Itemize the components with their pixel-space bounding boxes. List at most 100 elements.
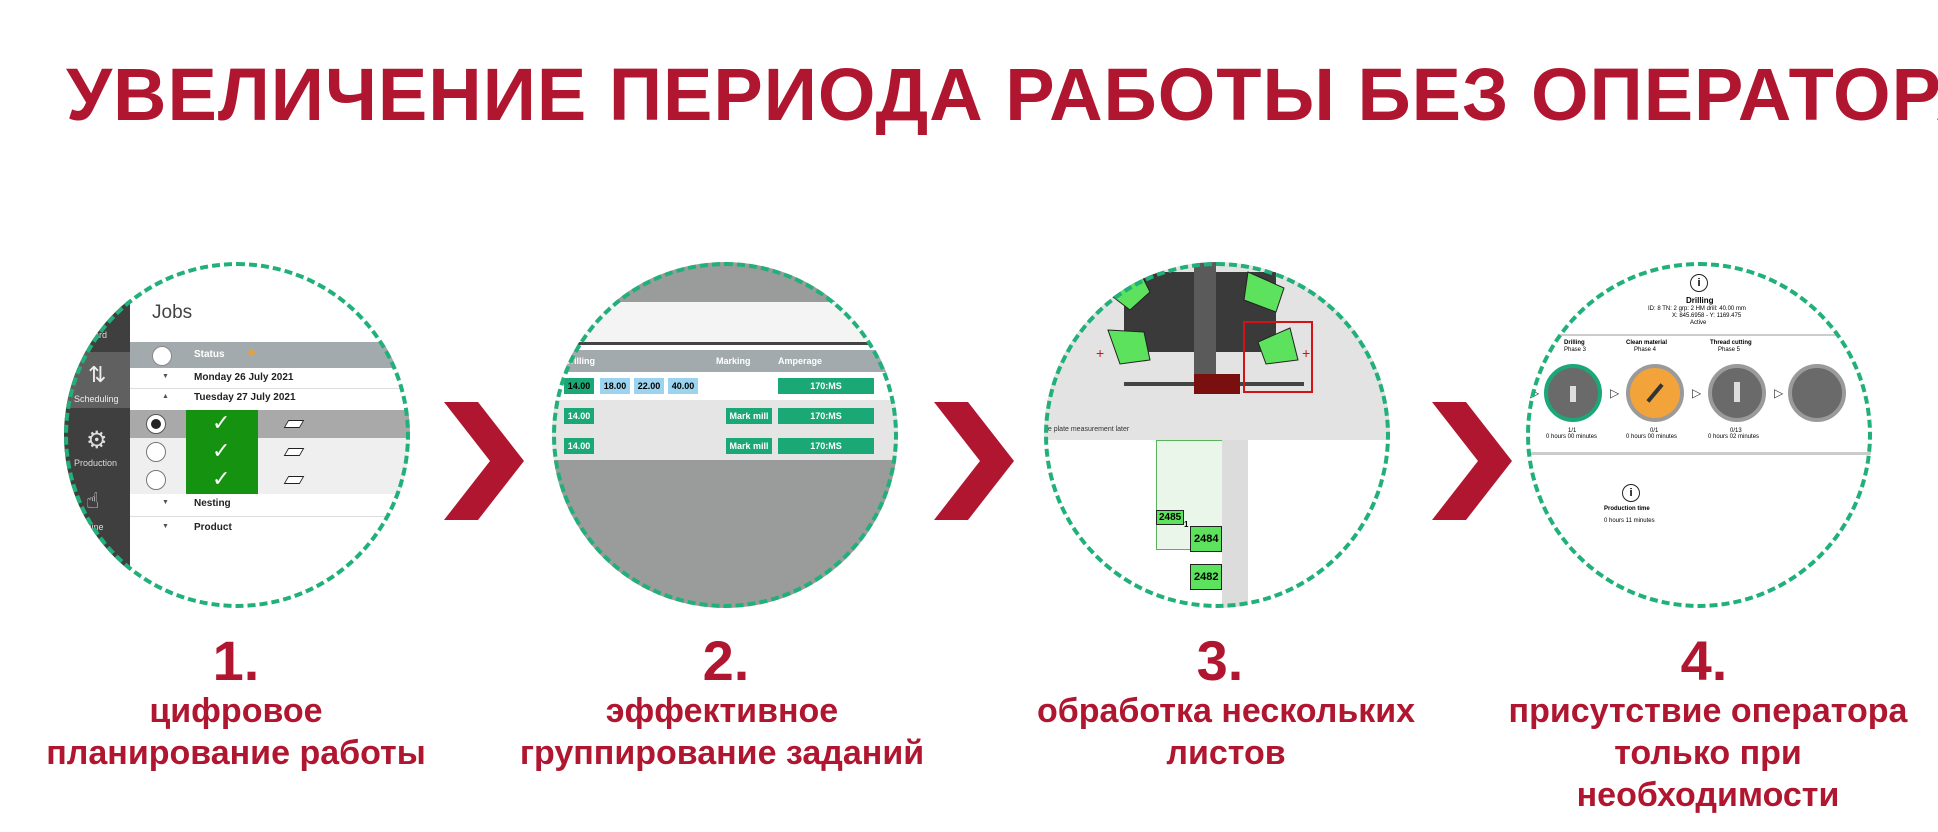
task-title: Drilling	[1686, 296, 1714, 305]
svg-text:+: +	[1096, 345, 1104, 361]
step-time: 0 hours 02 minutes	[1708, 434, 1760, 440]
step-caption: обработка нескольких листов	[1006, 690, 1446, 774]
sidebar	[64, 262, 130, 608]
sidebar-item-machine[interactable]: chine	[82, 522, 104, 532]
play-icon: ▷	[1530, 386, 1540, 400]
marking-tag: Mark mill	[726, 408, 772, 424]
part-label[interactable]: 2485	[1156, 510, 1185, 525]
chevron-right-icon	[1432, 402, 1512, 520]
job-row-selected[interactable]	[130, 410, 410, 438]
expand-icon[interactable]: ▼	[162, 523, 169, 530]
row-radio[interactable]	[146, 470, 166, 490]
step-count: 0/1	[1650, 428, 1659, 434]
step-thread-icon[interactable]	[1708, 364, 1766, 422]
sidebar-item-scheduling[interactable]: Scheduling	[74, 394, 119, 404]
step-next-icon[interactable]	[1788, 364, 1846, 422]
task-detail: Active	[1690, 320, 1707, 326]
expand-icon[interactable]: ▼	[162, 373, 169, 380]
collapse-icon[interactable]: ▲	[162, 393, 169, 400]
part-label[interactable]: 2482	[1190, 564, 1223, 590]
column-header: Amperage	[778, 356, 823, 366]
production-time-value: 0 hours 11 minutes	[1604, 518, 1655, 524]
status-sort-icon[interactable]: ◆	[248, 347, 256, 358]
job-row[interactable]	[130, 438, 410, 466]
step-phase: Phase 3	[1564, 347, 1587, 353]
column-header: Marking	[716, 356, 751, 366]
play-icon: ▷	[1692, 386, 1702, 400]
caption-line: обработка нескольких	[1036, 692, 1416, 730]
play-icon: ▷	[1774, 386, 1784, 400]
info-icon[interactable]: i	[1622, 484, 1640, 502]
jobs-heading: Jobs	[152, 302, 193, 323]
caption-line: только при	[1614, 734, 1802, 772]
step-number: 2.	[702, 629, 750, 692]
status-header: Status	[194, 349, 225, 360]
amperage-tag: 170:MS	[778, 408, 874, 424]
screenshot-operator: i Drilling ID: 8 TN: 2 grp: 2 HM drill: …	[1526, 262, 1872, 608]
caption-line: группирование заданий	[519, 734, 925, 772]
measurement-note: he plate measurement later	[1044, 426, 1130, 433]
group-tuesday[interactable]: Tuesday 27 July 2021	[194, 392, 296, 403]
production-time-label: Production time	[1604, 506, 1650, 512]
check-icon: ✓	[212, 438, 231, 463]
caption-line: присутствие оператора	[1508, 692, 1908, 730]
step-drilling-icon[interactable]	[1544, 364, 1602, 422]
drill-tag: 14.00	[564, 378, 594, 394]
clamp-markers: + +	[1096, 271, 1313, 394]
sidebar-item-dashboard[interactable]: board	[84, 330, 108, 340]
divider	[130, 388, 410, 389]
group-nesting[interactable]: Nesting	[194, 498, 231, 509]
play-icon: ▷	[1610, 386, 1620, 400]
screenshot-jobs: board ⇅ Scheduling ⚙ Production ☝ chine …	[64, 262, 410, 608]
page-title: УВЕЛИЧЕНИЕ ПЕРИОДА РАБОТЫ БЕЗ ОПЕРАТОРА	[66, 53, 1938, 136]
divider	[130, 516, 410, 517]
step-count: 1/1	[1568, 428, 1577, 434]
group-product[interactable]: Product	[194, 522, 232, 533]
job-row[interactable]	[130, 466, 410, 494]
drill-tag: 14.00	[564, 438, 594, 454]
task-detail: ID: 8 TN: 2 grp: 2 HM drill: 40.00 mm	[1648, 306, 1746, 312]
screenshot-grouping: Drilling Marking Amperage 14.00 18.00 22…	[552, 262, 898, 608]
divider	[1526, 334, 1872, 336]
drill-tag: 18.00	[600, 378, 630, 394]
chevron-right-icon	[444, 402, 524, 520]
marking-tag: Mark mill	[726, 438, 772, 454]
check-icon: ✓	[212, 466, 231, 491]
step-number: 4.	[1680, 629, 1728, 692]
machine-beam	[1194, 262, 1216, 382]
scheduling-icon: ⇅	[88, 362, 107, 387]
sidebar-active-item[interactable]	[64, 352, 130, 408]
svg-text:+: +	[1302, 345, 1310, 361]
check-icon: ✓	[212, 410, 231, 435]
step-name: Clean material	[1626, 340, 1668, 346]
status-header-bar	[130, 342, 410, 368]
sidebar-item-production[interactable]: Production	[74, 458, 118, 468]
caption-line: необходимости	[1576, 776, 1840, 814]
expand-icon[interactable]: ▼	[162, 499, 169, 506]
step-caption: цифровое планирование работы	[16, 690, 456, 774]
caption-line: листов	[1166, 734, 1286, 772]
row-radio[interactable]	[146, 442, 166, 462]
drill-tag: 40.00	[668, 378, 698, 394]
bottom-band	[552, 460, 898, 608]
status-cell	[186, 410, 258, 494]
caption-line: планирование работы	[46, 734, 426, 772]
step-caption: эффективное группирование заданий	[502, 690, 942, 774]
row-radio-selected[interactable]	[146, 414, 166, 434]
drill-tag: 14.00	[564, 408, 594, 424]
info-icon[interactable]: i	[1690, 274, 1708, 292]
column-header: Drilling	[564, 356, 595, 366]
step-name: Thread cutting	[1710, 340, 1752, 346]
part-label[interactable]: 2484	[1190, 526, 1223, 552]
step-caption: присутствие оператора только при необход…	[1488, 690, 1928, 816]
select-all-radio[interactable]	[152, 346, 172, 366]
step-name: Drilling	[1564, 340, 1585, 346]
part-label: 1	[1184, 520, 1189, 529]
group-monday[interactable]: Monday 26 July 2021	[194, 372, 294, 383]
table-header	[552, 350, 898, 372]
step-clean-icon[interactable]	[1626, 364, 1684, 422]
panel	[552, 302, 898, 342]
machine-hand-icon: ☝	[86, 488, 100, 513]
chevron-right-icon	[934, 402, 1014, 520]
screenshot-multi-sheet: + + he plate measurement later 2485 1 24…	[1044, 262, 1390, 608]
